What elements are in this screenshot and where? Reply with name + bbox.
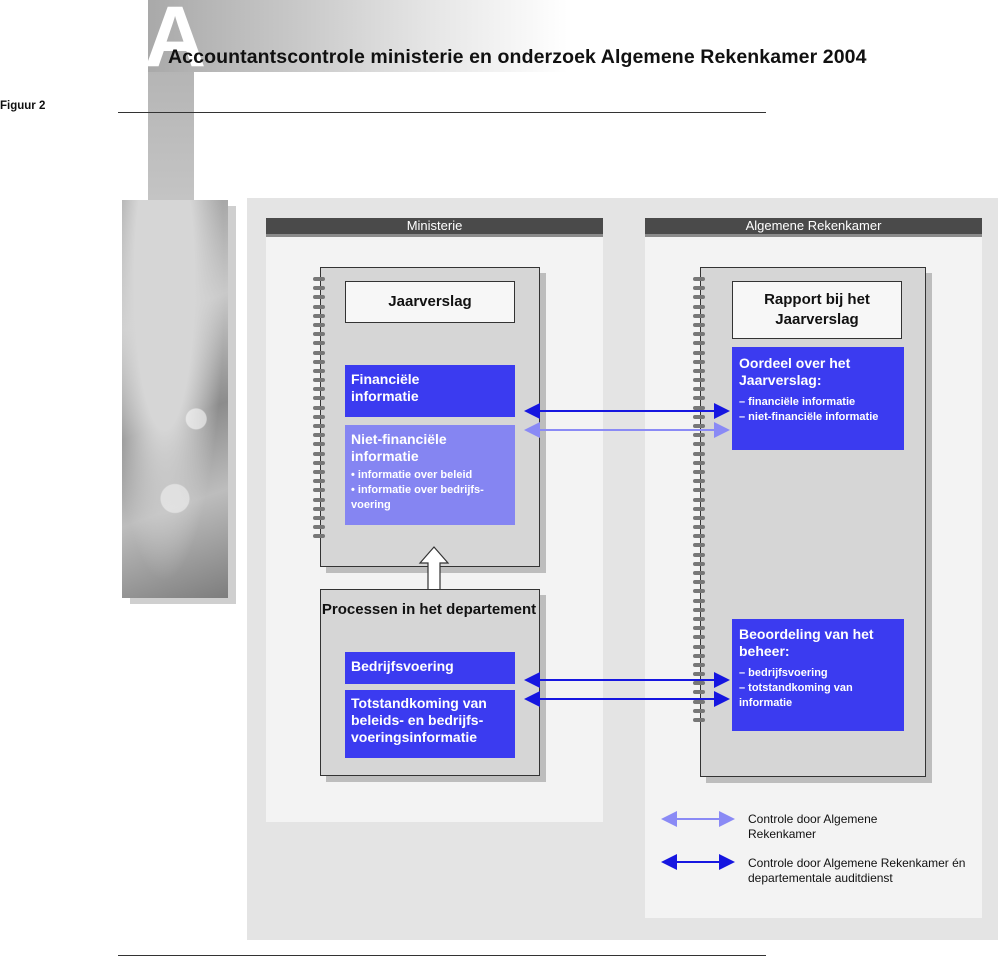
ministerie-spiral xyxy=(313,277,325,543)
oordeel-item-financiele: – financiële informatie xyxy=(739,396,856,408)
beoordeling-box: Beoordeling van het beheer: – bedrijfsvo… xyxy=(732,619,904,731)
beoordeling-item-totstandkoming: – totstandkoming van informatie xyxy=(739,682,853,709)
top-rule xyxy=(118,112,766,113)
oordeel-box: Oordeel over het Jaarverslag: – financië… xyxy=(732,347,904,450)
beoordeling-item-bedrijfsvoering: – bedrijfsvoering xyxy=(739,667,828,679)
oordeel-item-niet-financiele: – niet-financiële informatie xyxy=(739,411,879,423)
niet-financiele-item-bedrijfsvoering: • informatie over bedrijfs-voering xyxy=(351,484,484,511)
ministerie-heading: Ministerie xyxy=(266,218,603,237)
financiele-informatie-box: Financiële informatie xyxy=(345,365,515,417)
beoordeling-title: Beoordeling van het beheer: xyxy=(739,626,874,659)
niet-financiele-label: Niet-financiële informatie xyxy=(351,431,447,464)
legend-dark-label: Controle door Algemene Rekenkamer én dep… xyxy=(748,856,966,885)
niet-financiele-informatie-box: Niet-financiële informatie • informatie … xyxy=(345,425,515,525)
financiele-informatie-label: Financiële informatie xyxy=(351,371,420,404)
niet-financiele-item-beleid: • informatie over beleid xyxy=(351,469,473,481)
chapter-letter: A xyxy=(144,0,207,85)
header-band xyxy=(148,0,568,72)
page-title: Accountantscontrole ministerie en onderz… xyxy=(168,46,867,68)
decorative-photo xyxy=(122,200,228,598)
legend-light-label: Controle door Algemene Rekenkamer xyxy=(748,812,878,841)
header-strip xyxy=(148,72,194,200)
bottom-rule xyxy=(118,955,766,956)
rekenkamer-heading: Algemene Rekenkamer xyxy=(645,218,982,237)
jaarverslag-box: Jaarverslag xyxy=(345,281,515,323)
figure-label: Figuur 2 xyxy=(0,100,46,112)
rapport-box: Rapport bij het Jaarverslag xyxy=(732,281,902,339)
totstandkoming-box: Totstandkoming van beleids- en bedrijfs-… xyxy=(345,690,515,758)
bedrijfsvoering-box: Bedrijfsvoering xyxy=(345,652,515,684)
processen-title: Processen in het departement xyxy=(321,601,537,618)
oordeel-title: Oordeel over het Jaarverslag: xyxy=(739,355,851,388)
